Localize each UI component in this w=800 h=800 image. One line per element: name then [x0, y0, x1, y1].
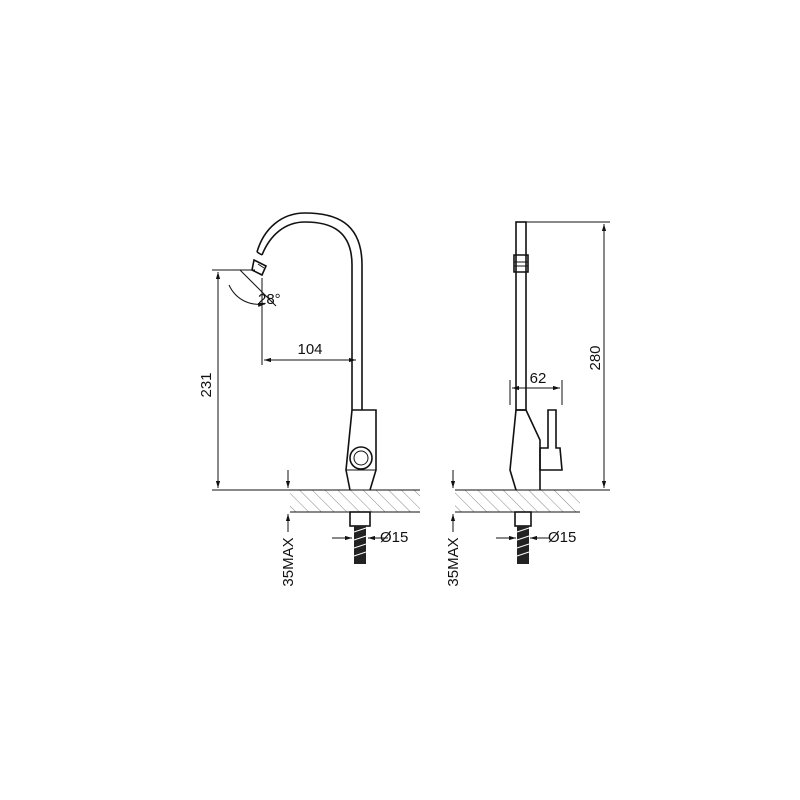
- front-reach-label: 104: [297, 341, 322, 358]
- side-view: 280 62 Ø15 35MAX: [445, 221, 610, 587]
- front-angle-label: 28°: [258, 291, 281, 308]
- side-body: [509, 409, 541, 491]
- front-spout: [261, 221, 353, 410]
- front-max-thickness-label: 35MAX: [280, 537, 297, 586]
- front-height-label: 231: [198, 372, 215, 397]
- side-shank-nut: [514, 511, 532, 527]
- front-diameter-label: Ø15: [380, 529, 408, 546]
- side-diameter-label: Ø15: [548, 529, 576, 546]
- side-countertop-hatch: [455, 490, 580, 512]
- front-countertop-hatch: [290, 490, 420, 512]
- front-handle-knob: [349, 446, 373, 470]
- front-shank-nut: [349, 511, 371, 527]
- side-handle-lever: [539, 409, 563, 471]
- front-aerator: [251, 251, 268, 277]
- side-spout: [515, 221, 527, 411]
- front-view: 231 104 28° Ø15 35MAX: [198, 212, 420, 587]
- front-body: [345, 409, 377, 491]
- side-height-label: 280: [587, 345, 604, 370]
- side-width-label: 62: [530, 370, 547, 387]
- side-max-thickness-label: 35MAX: [445, 537, 462, 586]
